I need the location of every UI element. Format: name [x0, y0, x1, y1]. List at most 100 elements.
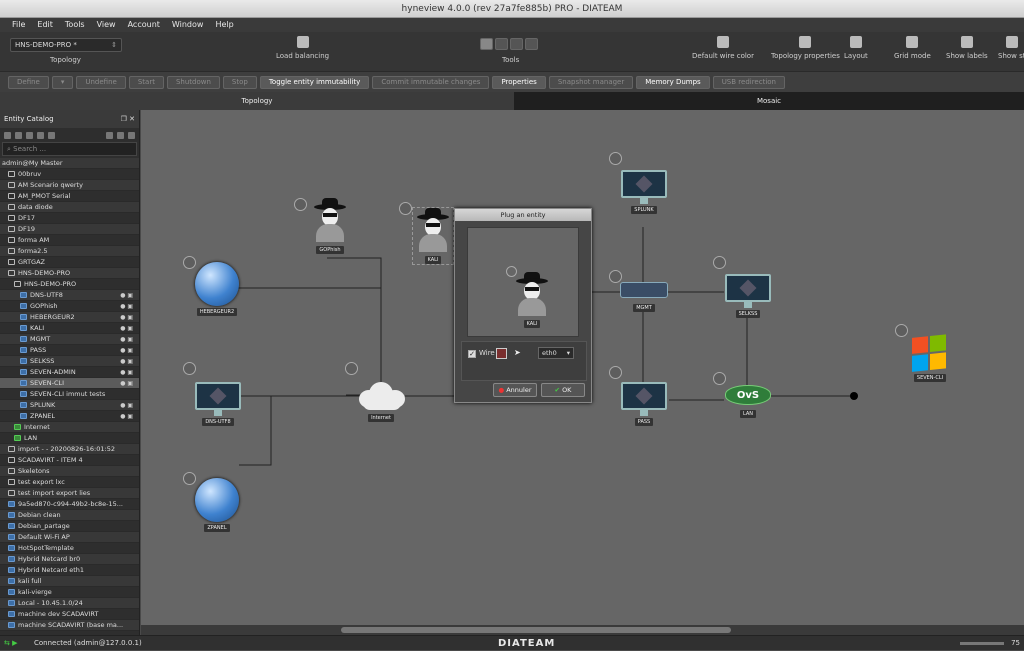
wire-checkbox[interactable]: ✓ — [468, 350, 476, 358]
tree-item[interactable]: kali-vierge — [0, 587, 139, 598]
usb-redirection-button[interactable]: USB redirection — [712, 75, 785, 89]
topology-canvas[interactable]: GOPhish KALI HEBERGEUR2 SPLUNK MGMT SELK… — [141, 110, 1024, 635]
tree-item[interactable]: import - - 20200826-16:01:52 — [0, 444, 139, 455]
port-dot[interactable] — [713, 372, 726, 385]
port-dot[interactable] — [399, 202, 412, 215]
tree-item[interactable]: Local - 10.45.1.0/24 — [0, 598, 139, 609]
tree-item[interactable]: test import export lies — [0, 488, 139, 499]
new-folder-icon[interactable] — [4, 131, 11, 139]
node-internet[interactable]: Internet — [345, 362, 409, 422]
start-button[interactable]: Start — [128, 75, 164, 89]
tree-item[interactable]: SEVEN-CLI● ▣ — [0, 378, 139, 389]
node-mgmt[interactable]: MGMT — [609, 270, 669, 312]
tree-item[interactable]: forma2.5 — [0, 246, 139, 257]
snapshot-manager-button[interactable]: Snapshot manager — [548, 75, 634, 89]
ok-button[interactable]: ✔ OK — [541, 383, 585, 397]
port-dot[interactable] — [183, 256, 196, 269]
port-dot[interactable] — [609, 366, 622, 379]
toggle-immutability-button[interactable]: Toggle entity immutability — [259, 75, 370, 89]
zoom-slider[interactable] — [960, 642, 1004, 645]
tree-item[interactable]: LAN — [0, 433, 139, 444]
tree-item[interactable]: HotSpotTemplate — [0, 543, 139, 554]
tree-item[interactable]: Default Wi-Fi AP — [0, 532, 139, 543]
connect-tool-icon[interactable] — [510, 38, 523, 50]
port-dot[interactable] — [506, 266, 517, 277]
tree-item[interactable]: SEVEN-CLI immut tests — [0, 389, 139, 400]
horizontal-scrollbar[interactable] — [141, 625, 1024, 635]
project-selector[interactable]: HNS-DEMO-PRO * ⇕ — [10, 38, 122, 52]
node-pass[interactable]: PASS — [609, 366, 669, 426]
port-dot[interactable] — [345, 362, 358, 375]
tree-item[interactable]: SPLUNK● ▣ — [0, 400, 139, 411]
tree-item[interactable]: admin@My Master — [0, 158, 139, 169]
tree-item[interactable]: 9a5ed870-c994-49b2-bc8e-15... — [0, 499, 139, 510]
node-gophish[interactable]: GOPhish — [294, 198, 350, 254]
interface-select[interactable]: eth0 ▾ — [538, 347, 574, 359]
tree-item[interactable]: KALI● ▣ — [0, 323, 139, 334]
node-dnsutf8[interactable]: DNS-UTF8 — [183, 362, 243, 426]
port-dot[interactable] — [713, 256, 726, 269]
node-selkss[interactable]: SELKSS — [713, 256, 773, 318]
move-tool-icon[interactable] — [495, 38, 508, 50]
port-dot[interactable] — [294, 198, 307, 211]
tree-item[interactable]: machine dev SCADAVIRT — [0, 609, 139, 620]
tree-item[interactable]: AM_PMOT Serial — [0, 191, 139, 202]
menu-tools[interactable]: Tools — [64, 20, 85, 29]
tree-item[interactable]: DF19 — [0, 224, 139, 235]
port-dot[interactable] — [183, 472, 196, 485]
properties-button[interactable]: Properties — [492, 75, 546, 89]
commit-immutable-button[interactable]: Commit immutable changes — [372, 75, 490, 89]
expand-icon[interactable] — [128, 131, 135, 139]
delete-icon[interactable] — [26, 131, 33, 139]
menu-edit[interactable]: Edit — [37, 20, 53, 29]
undefine-button[interactable]: Undefine — [76, 75, 126, 89]
tree-item[interactable]: 00bruv — [0, 169, 139, 180]
layout-button[interactable]: Layout — [844, 36, 868, 60]
tree-item[interactable]: MGMT● ▣ — [0, 334, 139, 345]
select-tool-icon[interactable] — [480, 38, 493, 50]
node-hebergeur2[interactable]: HEBERGEUR2 — [183, 256, 241, 316]
tree-item[interactable]: Debian_partage — [0, 521, 139, 532]
port-dot[interactable] — [609, 152, 622, 165]
tree-item[interactable]: Debian clean — [0, 510, 139, 521]
tree-item[interactable]: forma AM — [0, 235, 139, 246]
node-lan[interactable]: OvS LAN — [713, 372, 773, 418]
link-icon[interactable] — [48, 131, 55, 139]
group-tool-icon[interactable] — [525, 38, 538, 50]
wire[interactable] — [239, 396, 272, 466]
tree-item[interactable]: GOPhish● ▣ — [0, 301, 139, 312]
cancel-button[interactable]: ● Annuler — [493, 383, 537, 397]
tree-item[interactable]: Skeletons — [0, 466, 139, 477]
wire-color-swatch[interactable] — [496, 348, 507, 359]
shutdown-button[interactable]: Shutdown — [166, 75, 220, 89]
tree-item[interactable]: GRTGAZ — [0, 257, 139, 268]
tree-item[interactable]: HNS-DEMO-PRO — [0, 279, 139, 290]
panel-close-icon[interactable]: ❐ ✕ — [120, 115, 135, 123]
node-splunk[interactable]: SPLUNK — [609, 152, 669, 214]
load-balancing-button[interactable]: Load balancing — [276, 36, 329, 60]
stop-button[interactable]: Stop — [222, 75, 257, 89]
wire[interactable] — [327, 257, 382, 288]
topology-properties-button[interactable]: Topology properties — [771, 36, 840, 60]
show-labels-button[interactable]: Show labels — [946, 36, 988, 60]
show-status-button[interactable]: Show st — [998, 36, 1024, 60]
port-dot[interactable] — [895, 324, 908, 337]
tree-item[interactable]: kali full — [0, 576, 139, 587]
tree-item[interactable]: DNS-UTF8● ▣ — [0, 290, 139, 301]
tree-item[interactable]: Internet — [0, 422, 139, 433]
catalog-search-input[interactable]: ⌕ Search ... — [2, 142, 137, 156]
collapse-icon[interactable] — [117, 131, 124, 139]
attach-icon[interactable] — [106, 131, 113, 139]
grid-mode-button[interactable]: Grid mode — [894, 36, 931, 60]
tree-item[interactable]: HEBERGEUR2● ▣ — [0, 312, 139, 323]
menu-account[interactable]: Account — [127, 20, 160, 29]
node-kali[interactable]: KALI — [399, 202, 454, 265]
memory-dumps-button[interactable]: Memory Dumps — [636, 75, 710, 89]
tree-item[interactable]: data diode — [0, 202, 139, 213]
node-seven-cli[interactable]: SEVEN-CLI — [895, 324, 953, 382]
tree-item[interactable]: Hybrid Netcard eth1 — [0, 565, 139, 576]
menu-view[interactable]: View — [96, 20, 116, 29]
tab-mosaic[interactable]: Mosaic — [514, 92, 1024, 110]
import-icon[interactable] — [37, 131, 44, 139]
tree-item[interactable]: machine SCADAVIRT (base ma... — [0, 620, 139, 631]
